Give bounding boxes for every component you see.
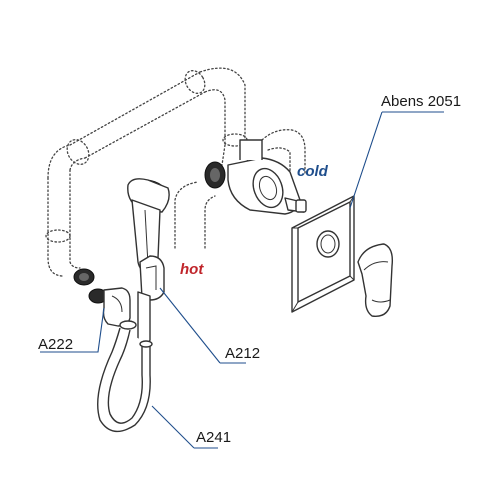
wall-holder-a212 (137, 255, 165, 346)
label-a212: A212 (225, 345, 260, 362)
label-a222: A222 (38, 336, 73, 353)
label-hot: hot (180, 261, 204, 278)
cover-plate (291, 195, 355, 313)
label-cold: cold (297, 163, 329, 180)
label-abens-2051: Abens 2051 (381, 93, 461, 110)
wall-outlet-left (73, 268, 95, 286)
label-a241: A241 (196, 429, 231, 446)
lever-handle (357, 243, 394, 317)
leader-lines (40, 111, 444, 449)
elbow-connector-a222 (88, 287, 137, 330)
mixer-valve-body (204, 139, 307, 215)
flexible-hose-a241 (97, 327, 153, 433)
